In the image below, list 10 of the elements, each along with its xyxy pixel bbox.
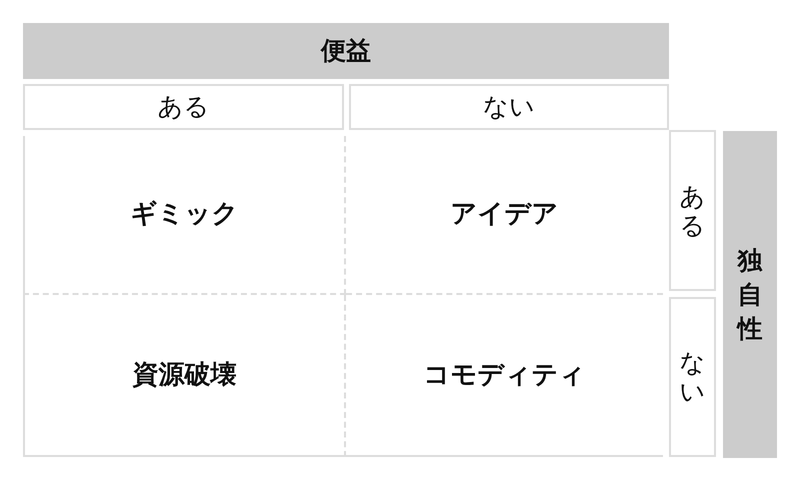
matrix-cell: ギミック — [23, 136, 346, 295]
column-header-cell: ある — [23, 84, 344, 130]
header-bar: 独自性 — [723, 131, 777, 458]
matrix-cell: コモディティ — [346, 295, 663, 457]
matrix-cell: アイデア — [346, 136, 663, 295]
row-header-cell: ある — [669, 130, 716, 291]
row-header-cell: ない — [669, 297, 716, 457]
column-header-cell: ない — [349, 84, 669, 130]
header-bar: 便益 — [23, 23, 669, 79]
matrix-cell: 資源破壊 — [23, 295, 346, 457]
